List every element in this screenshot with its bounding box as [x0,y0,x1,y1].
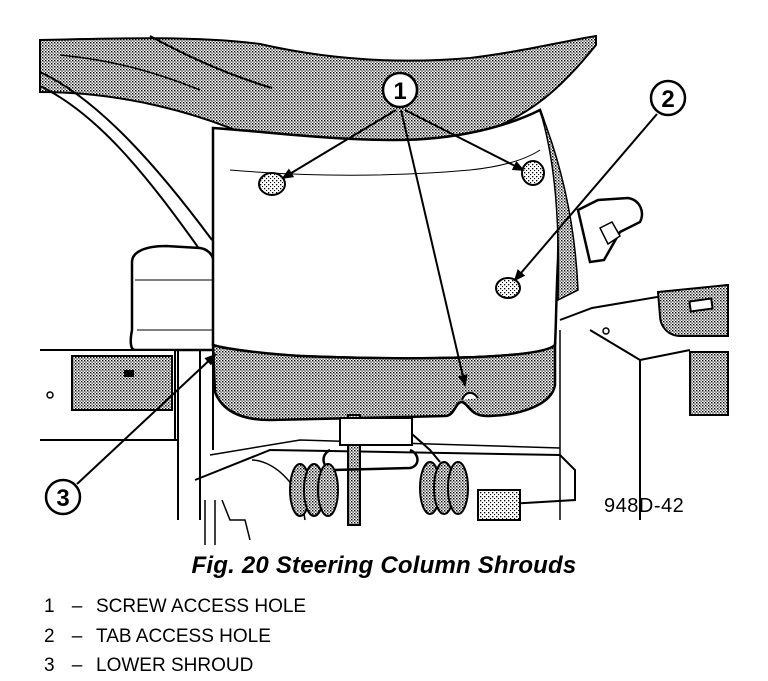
upper-shroud [211,108,579,360]
callout-2-number: 2 [661,86,674,113]
lower-shroud [211,342,557,422]
legend-number: 3 [44,655,55,676]
legend-separator: – [71,655,83,676]
dash-trim [39,71,213,251]
tab-access-hole [495,277,521,299]
left-panel [40,349,178,470]
right-switch [576,196,644,264]
screw-access-hole-right [521,160,545,186]
legend-separator: – [71,596,83,617]
legend-number: 2 [44,625,55,647]
right-panel [559,282,729,520]
callout-2: 2 [513,79,687,282]
callout-legend: 1–SCREW ACCESS HOLE 2–TAB ACCESS HOLE 3–… [44,592,306,681]
callout-3-number: 3 [56,485,69,512]
multifunction-lever [129,244,217,352]
callout-3: 3 [44,353,217,516]
legend-item: 3–LOWER SHROUD [44,651,306,681]
screw-access-hole-left [258,172,286,196]
steering-wheel-rim [39,34,597,155]
column-mechanism [194,414,576,545]
legend-label: TAB ACCESS HOLE [96,625,271,647]
left-bracket [177,345,214,520]
legend-separator: – [71,625,83,647]
legend-item: 2–TAB ACCESS HOLE [44,622,306,652]
callout-1-number: 1 [393,78,406,105]
figure-id: 948D-42 [604,495,685,517]
callout-1: 1 [281,71,525,387]
legend-label: SCREW ACCESS HOLE [96,596,307,617]
legend-label: LOWER SHROUD [96,655,254,676]
steering-column-illustration: 1 2 3 [39,34,729,545]
legend-item: 1–SCREW ACCESS HOLE [44,592,306,622]
legend-number: 1 [44,596,55,617]
figure-caption: Fig. 20 Steering Column Shrouds [191,552,577,579]
